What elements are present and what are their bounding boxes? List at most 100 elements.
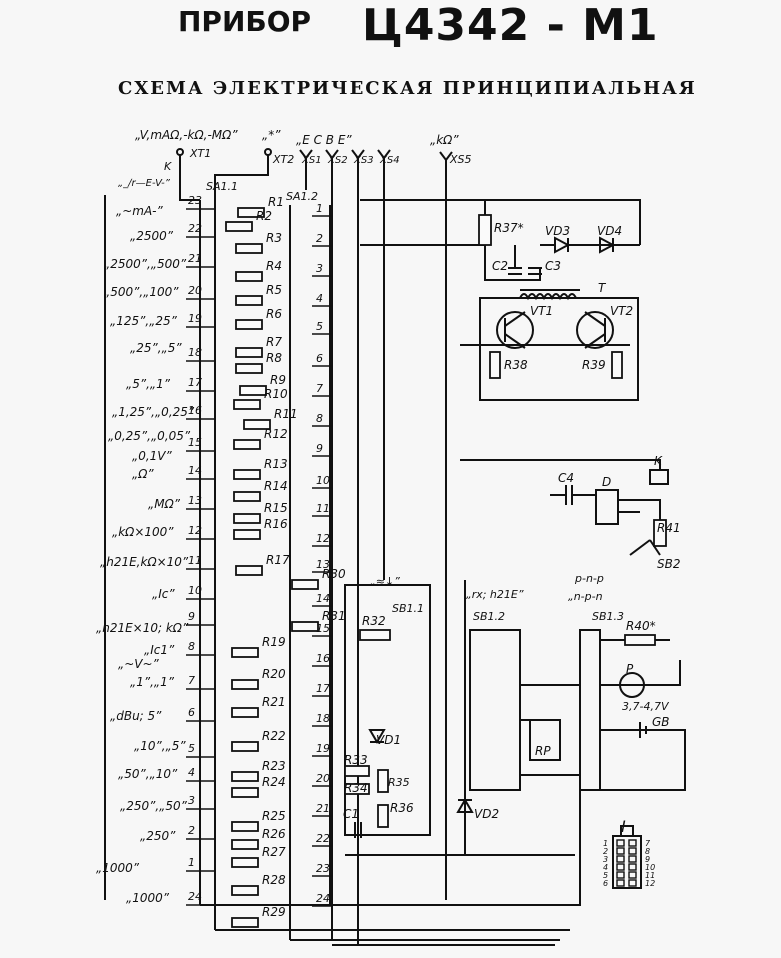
connector-pin-number: 1 bbox=[603, 839, 608, 848]
r9-resistor bbox=[239, 385, 267, 396]
r25-label: R25 bbox=[262, 809, 286, 823]
sa12-position-7: 7 bbox=[316, 382, 323, 395]
r4-label: R4 bbox=[266, 259, 282, 273]
mode-label-19: „dBu; 5” bbox=[110, 709, 162, 723]
c4-capacitor bbox=[565, 485, 573, 505]
connector-pin-number: 2 bbox=[603, 847, 608, 856]
sa12-position-15: 15 bbox=[316, 622, 330, 635]
r10-label: R10 bbox=[264, 387, 288, 401]
connector-pin-number: 10 bbox=[645, 863, 655, 872]
r35-label: R35 bbox=[388, 776, 410, 789]
sa11-position-12: 12 bbox=[188, 524, 202, 537]
r21-label: R21 bbox=[262, 695, 286, 709]
sb12-mode-label: „rx; h21E” bbox=[466, 588, 524, 601]
mode-label-18: „1”,„1” bbox=[130, 675, 175, 689]
left-mode-labels: „~mA-”„2500”„2500”,„500”„500”,„100”„125”… bbox=[96, 204, 195, 905]
sa12-position-5: 5 bbox=[316, 320, 323, 333]
mode-label-4: „125”,„25” bbox=[110, 314, 178, 328]
r26-label: R26 bbox=[262, 827, 286, 841]
sb2-label: SB2 bbox=[657, 557, 680, 571]
r28-label: R28 bbox=[262, 873, 286, 887]
connector-pin bbox=[628, 855, 637, 863]
r12-label: R12 bbox=[264, 427, 288, 441]
vd2-label: VD2 bbox=[474, 807, 499, 821]
r29-resistor bbox=[231, 917, 259, 928]
r17-label: R17 bbox=[266, 553, 290, 567]
r36-resistor bbox=[377, 804, 389, 828]
xs3-label: XS3 bbox=[353, 155, 374, 166]
sa11-label: SA1.1 bbox=[206, 180, 238, 193]
resistor-ladder: R1R2R3R4R5R6R7R8R9R10R11R12R13R14R15R16R… bbox=[225, 195, 346, 928]
r29-label: R29 bbox=[262, 905, 286, 919]
r11-label: R11 bbox=[274, 407, 298, 421]
r16-label: R16 bbox=[264, 517, 288, 531]
mode-label-23: „250” bbox=[140, 829, 176, 843]
r15-resistor bbox=[233, 513, 261, 524]
sa11-position-2: 2 bbox=[188, 824, 195, 837]
sa12-position-19: 19 bbox=[316, 742, 330, 755]
r39-resistor bbox=[611, 351, 623, 379]
socket-symbols bbox=[299, 149, 453, 162]
r37-label: R37* bbox=[494, 221, 524, 235]
xs5-label: XS5 bbox=[449, 153, 472, 166]
sb12-label: SB1.2 bbox=[473, 610, 505, 623]
r3-label: R3 bbox=[266, 231, 282, 245]
sa12-position-6: 6 bbox=[316, 352, 323, 365]
k-relay-label: K bbox=[654, 454, 663, 468]
sa11-position-8: 8 bbox=[188, 640, 195, 653]
r33-resistor bbox=[344, 765, 370, 777]
r2-label: R2 bbox=[256, 209, 272, 223]
mode-label-12: „kΩ×100” bbox=[112, 525, 174, 539]
r6-resistor bbox=[235, 319, 263, 330]
r24-resistor bbox=[231, 787, 259, 798]
r16-resistor bbox=[233, 529, 261, 540]
r13-resistor bbox=[233, 469, 261, 480]
r40-resistor bbox=[624, 634, 656, 646]
sa12-position-3: 3 bbox=[316, 262, 323, 275]
sa12-position-14: 14 bbox=[316, 592, 330, 605]
r6-label: R6 bbox=[266, 307, 282, 321]
mode-label-10: „Ω” bbox=[132, 467, 154, 481]
sa12-position-22: 22 bbox=[316, 832, 330, 845]
connector-pin-number: 3 bbox=[603, 855, 608, 864]
mode-label-7: „1,25”,„0,25” bbox=[112, 405, 195, 419]
d-chip bbox=[595, 489, 619, 525]
model-number: Ц4342 - М1 bbox=[362, 0, 659, 51]
r37-resistor bbox=[478, 214, 492, 246]
device-word: ПРИБОР bbox=[178, 5, 312, 38]
sa11-position-6: 6 bbox=[188, 706, 195, 719]
bottom-bus bbox=[200, 790, 581, 946]
vt1-label: VT1 bbox=[530, 304, 553, 318]
sa12-position-11: 11 bbox=[316, 502, 330, 515]
r27-label: R27 bbox=[262, 845, 286, 859]
sa11-position-19: 19 bbox=[188, 312, 202, 325]
r26-resistor bbox=[231, 839, 259, 850]
vd1-diode bbox=[368, 729, 386, 744]
gb-battery bbox=[639, 722, 647, 738]
r15-label: R15 bbox=[264, 501, 288, 515]
sb13-label: SB1.3 bbox=[592, 610, 624, 623]
sb11-mode-label: „≈↓” bbox=[370, 575, 400, 588]
mode-label-3: „500”,„100” bbox=[104, 285, 179, 299]
transformer-t bbox=[519, 289, 580, 301]
mode-label-21: „50”,„10” bbox=[118, 767, 178, 781]
r22-label: R22 bbox=[262, 729, 286, 743]
sa11-position-11: 11 bbox=[188, 554, 202, 567]
sa11-switch-contacts bbox=[186, 208, 215, 906]
mode-label-13: „h21E,kΩ×10” bbox=[100, 555, 189, 569]
voltage-label: 3,7-4,7V bbox=[622, 700, 670, 713]
connector-pin bbox=[628, 871, 637, 879]
gb-label: GB bbox=[652, 715, 670, 729]
sb11-label: SB1.1 bbox=[392, 602, 424, 615]
t-label: T bbox=[598, 281, 607, 295]
r5-resistor bbox=[235, 295, 263, 306]
mode-label-14: „Ic” bbox=[152, 587, 175, 601]
sa11-position-24: 24 bbox=[188, 890, 202, 903]
r23-label: R23 bbox=[262, 759, 286, 773]
mode-label-0: „~mA-” bbox=[116, 204, 164, 218]
c3-label: C3 bbox=[545, 259, 561, 273]
right-block: K C4 D R41 SB2 p-n-p „n-p-n SB1.3 R40* P… bbox=[460, 454, 686, 791]
vt2-transistor bbox=[576, 311, 614, 349]
connector-pin-number: 9 bbox=[645, 855, 650, 864]
